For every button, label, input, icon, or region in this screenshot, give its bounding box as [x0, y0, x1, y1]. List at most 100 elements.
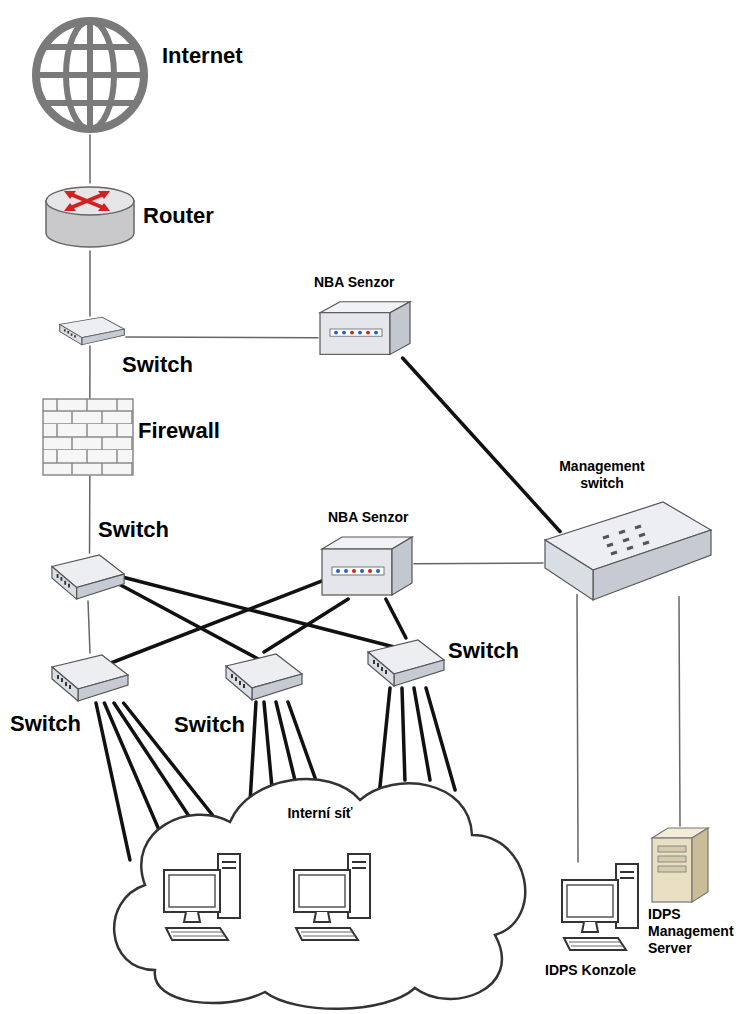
node-label: Switch: [448, 638, 519, 664]
icon-part: [344, 569, 348, 573]
icon-part: [98, 191, 110, 199]
icon-part: [169, 875, 215, 907]
node-label: Switch: [98, 517, 169, 543]
icon-part: [46, 44, 134, 50]
icon-part: [36, 21, 144, 129]
icon-part: [50, 653, 130, 703]
firewall-icon: Firewall: [42, 398, 134, 476]
icon-part: [42, 398, 134, 476]
switch-icon: Switch: [50, 553, 126, 601]
management-switch: Management switch: [543, 500, 713, 605]
node-label: Switch: [10, 711, 81, 737]
network-link: [386, 599, 406, 638]
icon-part: [320, 313, 390, 355]
icon-part: [87, 21, 93, 129]
icon-part: [303, 936, 355, 937]
icon-part: [46, 187, 134, 215]
icon-part: [166, 928, 228, 940]
network-link: [577, 595, 578, 863]
icon-part: [43, 399, 133, 475]
icon-part: [390, 302, 410, 355]
network-link: [414, 688, 430, 780]
router-icon: Router: [42, 183, 138, 251]
icon-part: [78, 675, 128, 701]
icon-part: [52, 667, 78, 701]
icon-part: [593, 530, 711, 600]
switch-icon: Switch: [366, 638, 446, 688]
icon-part: [620, 871, 634, 873]
icon-part: [603, 526, 649, 554]
icon-part: [394, 660, 444, 686]
icon-part: [543, 500, 713, 605]
node-label: IDPS Management Server: [648, 906, 733, 956]
icon-part: [77, 574, 125, 599]
icon-part: [60, 324, 82, 344]
network-link: [89, 135, 91, 183]
icon-part: [374, 331, 378, 335]
icon-part: [65, 329, 75, 337]
network-link: [264, 599, 348, 652]
icon-part: [648, 826, 712, 904]
internal-network-cloud: Interní síť: [100, 760, 540, 1008]
icon-part: [376, 569, 380, 573]
node-label: IDPS Konzole: [545, 962, 636, 979]
icon-part: [70, 194, 104, 208]
node-label: Switch: [174, 712, 245, 738]
icon-part: [318, 300, 412, 358]
idps-server: IDPS Management Server: [648, 826, 712, 904]
icon-part: [58, 316, 126, 346]
icon-part: [352, 569, 356, 573]
icon-part: [43, 399, 133, 475]
icon-part: [658, 856, 686, 862]
icon-part: [374, 660, 386, 674]
icon-part: [368, 569, 372, 573]
idps-console: IDPS Konzole: [560, 862, 642, 954]
icon-part: [82, 329, 125, 345]
icon-part: [582, 922, 598, 932]
icon-part: [545, 540, 593, 600]
icon-part: [30, 15, 150, 135]
icon-part: [98, 203, 110, 211]
icon-part: [658, 866, 686, 872]
node-label: Router: [143, 203, 214, 229]
icon-part: [366, 638, 446, 688]
icon-part: [330, 329, 382, 336]
icon-part: [100, 760, 540, 1008]
node-label: NBA Senzor: [328, 509, 408, 526]
node-label: Switch: [122, 352, 193, 378]
icon-part: [564, 938, 626, 950]
icon-part: [299, 875, 345, 907]
network-link: [402, 688, 405, 780]
icon-part: [616, 864, 638, 928]
network-link: [380, 688, 390, 788]
icon-part: [569, 942, 620, 943]
icon-part: [301, 932, 352, 933]
icon-part: [352, 867, 366, 869]
icon-part: [562, 880, 618, 922]
nba-sensor: NBA Senzor: [318, 300, 412, 358]
network-link: [89, 251, 91, 316]
network-link: [414, 562, 543, 564]
network-link: [426, 688, 455, 790]
network-link: [403, 358, 560, 532]
icon-part: [562, 864, 638, 950]
icon-part: [224, 652, 304, 702]
network-link: [88, 601, 90, 653]
icon-part: [571, 946, 623, 947]
icon-part: [173, 936, 225, 937]
icon-part: [692, 828, 708, 902]
network-link: [126, 336, 318, 338]
icon-part: [294, 870, 350, 912]
icon-part: [222, 867, 236, 869]
icon-part: [658, 846, 686, 852]
network-link: [288, 702, 315, 778]
icon-part: [314, 912, 330, 922]
icon-part: [42, 183, 138, 251]
icon-part: [320, 535, 414, 599]
node-label: Firewall: [138, 418, 220, 444]
icon-part: [50, 553, 126, 601]
icon-part: [348, 854, 370, 918]
icon-part: [171, 932, 222, 933]
icon-part: [350, 331, 354, 335]
icon-part: [352, 861, 366, 863]
